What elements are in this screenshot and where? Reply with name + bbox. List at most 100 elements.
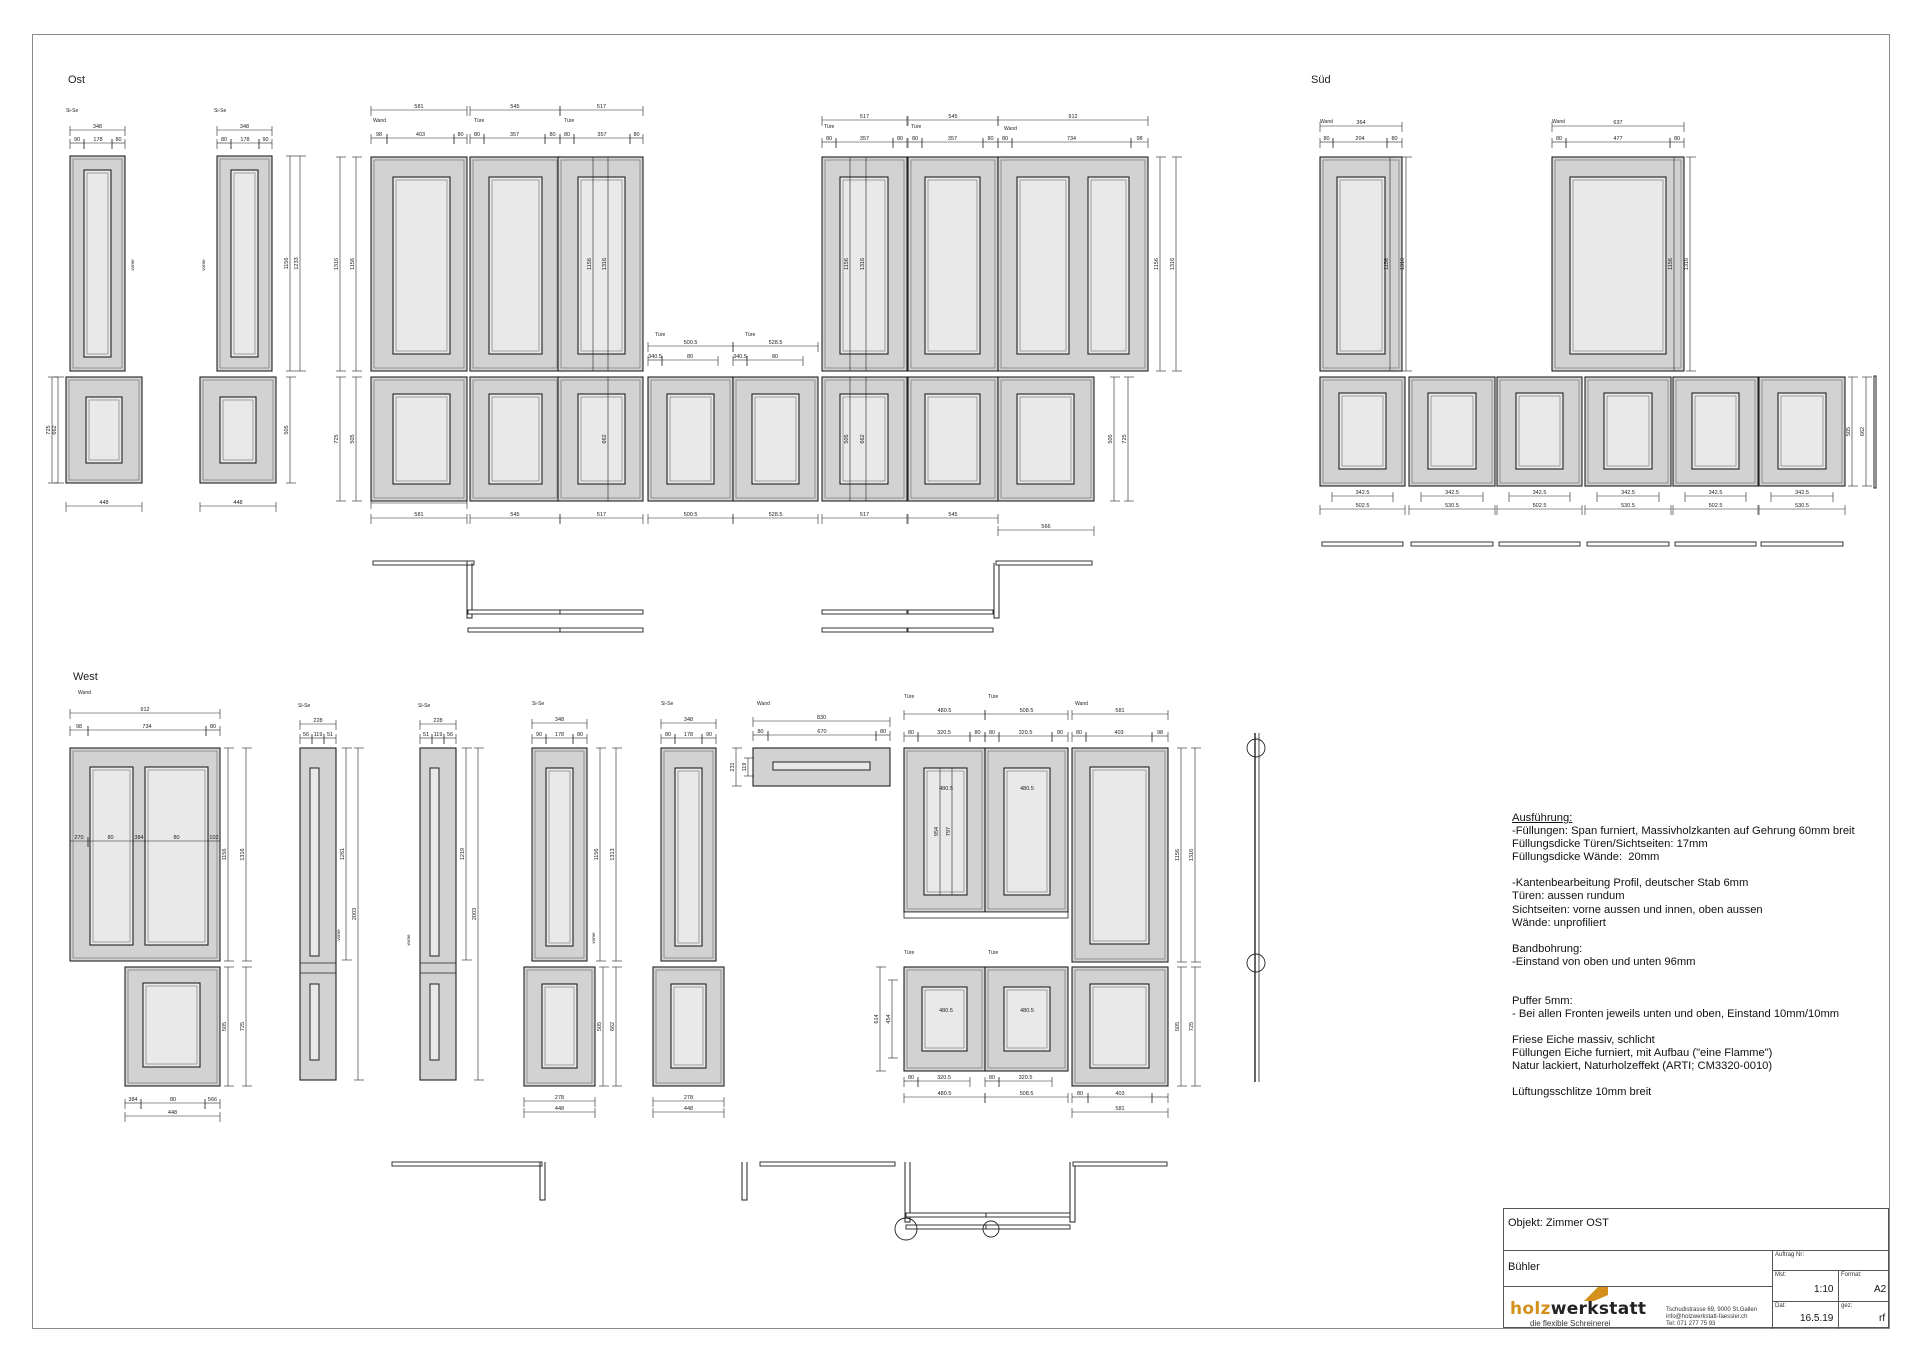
panel-fill xyxy=(392,176,451,355)
panel-fill xyxy=(89,766,134,946)
notes-line: Füllungsdicke Wände: 20mm xyxy=(1512,851,1660,864)
frame-edge xyxy=(72,158,123,369)
panel-fill xyxy=(1338,392,1387,470)
panel-fill xyxy=(541,983,578,1069)
plan-section xyxy=(821,627,908,633)
hinge-detail-circle xyxy=(1246,738,1266,758)
frame-edge xyxy=(1411,379,1493,484)
panel-fill xyxy=(921,986,968,1052)
dimension-label: 98 xyxy=(76,724,82,730)
dimension-label: 2003 xyxy=(472,908,478,920)
dimension-label: 912 xyxy=(1068,114,1077,120)
dimension-label: 480.5 xyxy=(938,1091,952,1097)
panel-fill xyxy=(1336,176,1386,355)
address-line: Tschudistrasse 69, 9000 St.Gallen xyxy=(1666,1307,1758,1313)
dimension-label: 448 xyxy=(99,500,108,506)
dimension-label: 80 xyxy=(549,132,555,138)
dimension-label: 830 xyxy=(817,715,826,721)
panel-edge xyxy=(1006,770,1048,893)
dimension-label: 56 xyxy=(303,732,309,738)
panel-edge xyxy=(147,769,206,943)
dimension-label: 80 xyxy=(665,732,671,738)
panel-fill xyxy=(309,767,320,957)
dimension-label: 508.5 xyxy=(1020,1091,1034,1097)
element-label: Türe xyxy=(655,332,666,338)
panel-edge xyxy=(88,399,120,461)
dimension-label: 403 xyxy=(416,132,425,138)
dimension-label: 1316 xyxy=(240,848,246,860)
dimension-label: 342.5 xyxy=(1621,490,1635,496)
element-label: vorne xyxy=(406,934,411,946)
dimension-label: 517 xyxy=(597,512,606,518)
frame-edge xyxy=(910,379,996,499)
panel-edge xyxy=(1339,179,1383,352)
plan-section xyxy=(907,609,994,615)
dimension-label: 581 xyxy=(1115,1106,1124,1112)
dimension-label: 80 xyxy=(115,137,121,143)
panel-fill xyxy=(839,393,889,485)
plan-section xyxy=(904,1162,911,1223)
plan-section xyxy=(1072,1161,1168,1167)
frame-edge xyxy=(824,379,905,499)
frame-edge xyxy=(560,379,641,499)
element-label: Wand xyxy=(1004,126,1017,132)
dimension-label: 530.5 xyxy=(1621,503,1635,509)
dimension-label: 90 xyxy=(74,137,80,143)
panel-edge xyxy=(673,986,704,1066)
notes-line: Sichtseiten: vorne aussen und innen, obe… xyxy=(1512,903,1763,916)
panel-edge xyxy=(842,396,886,482)
frame-edge xyxy=(219,158,270,369)
plan-section xyxy=(905,1224,987,1230)
dimension-label: 1316 xyxy=(1400,258,1406,270)
dimension-label: 80 xyxy=(772,354,778,360)
plan-section xyxy=(821,609,908,615)
dimension-label: 384 xyxy=(134,835,143,841)
element-label: Wand xyxy=(757,701,770,707)
execution-notes: Ausführung:-Füllungen: Span furniert, Ma… xyxy=(1512,812,1892,1100)
dimension-label: 517 xyxy=(597,104,606,110)
plan-section xyxy=(907,627,994,633)
element-label: vorne xyxy=(336,929,341,941)
dimension-label: 1156 xyxy=(222,849,228,861)
dimension-label: 80 xyxy=(633,132,639,138)
dimension-label: 90 xyxy=(706,732,712,738)
panel-edge xyxy=(1006,989,1048,1049)
notes-line: Natur lackiert, Naturholzeffekt (ARTI; C… xyxy=(1512,1060,1773,1073)
plan-section xyxy=(905,1212,987,1218)
dimension-label: 500.5 xyxy=(684,512,698,518)
panel-edge xyxy=(548,770,571,944)
dimension-label: 528.5 xyxy=(769,512,783,518)
mst-value: 1:10 xyxy=(1814,1284,1834,1295)
tb-row-object xyxy=(1504,1209,1888,1251)
panel-fill xyxy=(83,169,112,358)
frame-edge xyxy=(127,969,218,1084)
plan-section xyxy=(1410,541,1494,547)
dimension-label: 1156 xyxy=(284,258,290,270)
dimension-label: 80 xyxy=(987,136,993,142)
panel-fill xyxy=(1603,392,1653,470)
dimension-label: 1156 xyxy=(1384,258,1390,270)
panel-edge xyxy=(491,179,540,352)
dimension-label: 348 xyxy=(555,717,564,723)
dimension-label: 80 xyxy=(757,729,763,735)
frame-edge xyxy=(472,379,558,499)
dimension-label: 80 xyxy=(173,835,179,841)
dimension-label: 357 xyxy=(948,136,957,142)
panel-fill xyxy=(1016,393,1075,485)
gez-value: rf xyxy=(1879,1313,1886,1324)
panel-edge xyxy=(86,172,109,355)
plan-section xyxy=(1873,375,1877,489)
dimension-label: 340.5 xyxy=(648,354,662,360)
panel-edge xyxy=(927,396,978,482)
panel-fill xyxy=(577,176,626,355)
plan-section xyxy=(391,1161,543,1167)
panel-edge xyxy=(1780,395,1824,467)
tb-divider-h1 xyxy=(1504,1286,1772,1287)
dimension-label: 80 xyxy=(908,730,914,736)
panel-edge xyxy=(1430,395,1474,467)
dimension-label: 357 xyxy=(597,132,606,138)
dimension-label: 80 xyxy=(687,354,693,360)
frame-edge xyxy=(1000,159,1146,369)
panel-edge xyxy=(842,179,886,352)
dimension-label: 797 xyxy=(946,827,952,836)
